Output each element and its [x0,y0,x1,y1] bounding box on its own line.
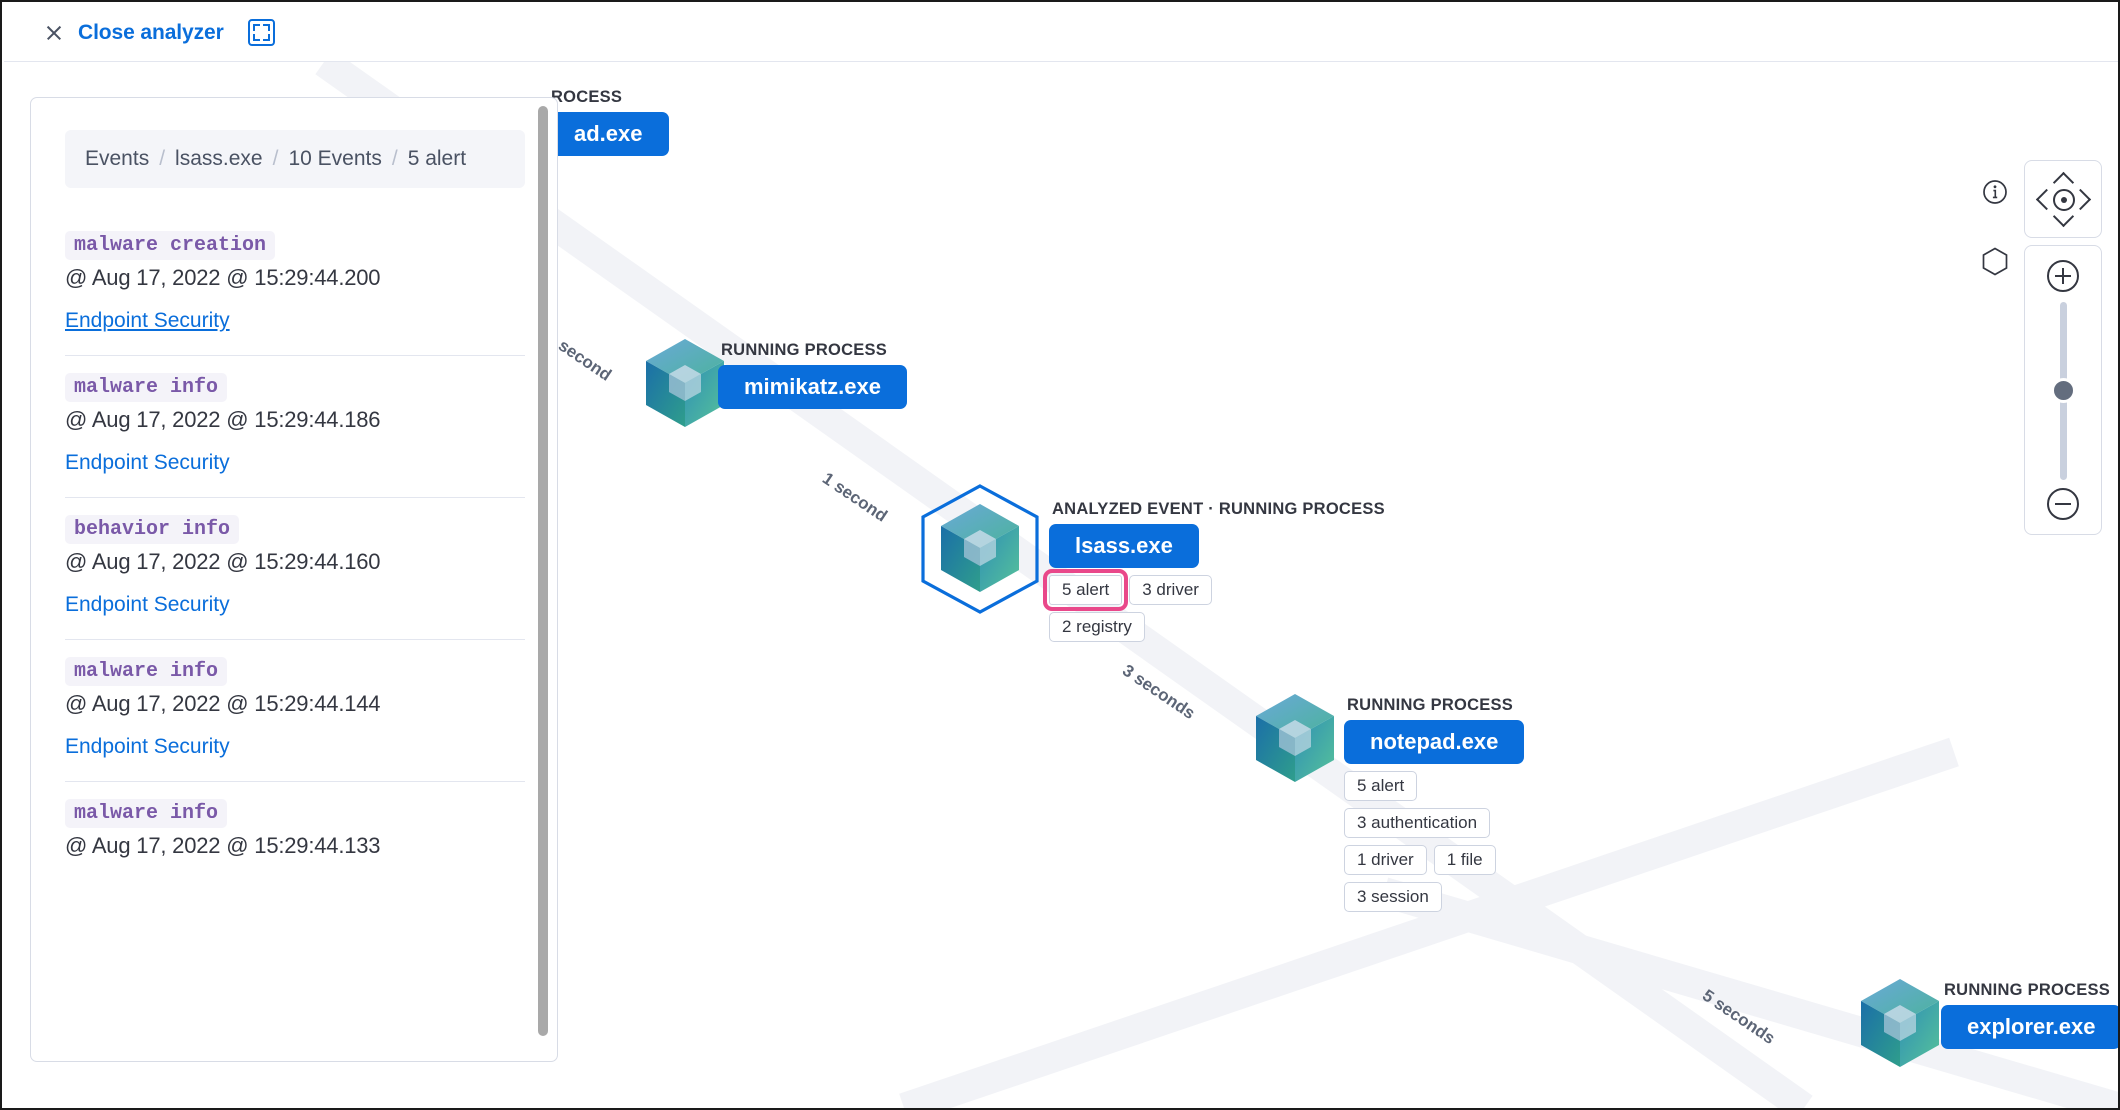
process-cube-icon [1861,979,1939,1067]
zoom-control-panel[interactable] [2024,245,2102,535]
hexagon-icon[interactable] [1982,247,2008,276]
minus-circle-icon[interactable] [2047,488,2079,520]
node-badge-alert[interactable]: 5 alert [1042,569,1129,611]
node-process-label[interactable]: ad.exe [548,112,669,156]
event-timestamp: @ Aug 17, 2022 @ 15:29:44.144 [65,691,381,716]
breadcrumb: Events / lsass.exe / 10 Events / 5 alert [65,130,525,188]
event-detail-panel: Events / lsass.exe / 10 Events / 5 alert… [30,97,558,1062]
event-type-badge: malware info [65,373,228,402]
event-source-link[interactable]: Endpoint Security [65,735,230,758]
node-badge-file[interactable]: 1 file [1433,845,1496,875]
event-source-link[interactable]: Endpoint Security [65,593,230,616]
node-badge-driver[interactable]: 1 driver [1344,845,1427,875]
node-badge-registry[interactable]: 2 registry [1049,612,1145,642]
zoom-slider-thumb[interactable] [2051,378,2076,403]
node-kind-label: RUNNING PROCESS [1944,981,2111,999]
process-cube-icon [941,504,1019,592]
breadcrumb-item-process[interactable]: lsass.exe [175,147,263,170]
breadcrumb-separator: / [391,147,398,170]
event-source-link[interactable]: Endpoint Security [65,451,230,474]
breadcrumb-item-events-count[interactable]: 10 Events [288,147,382,170]
close-analyzer-button[interactable]: Close analyzer [78,20,224,44]
analyzed-event-hexagon-outline [921,484,1039,614]
process-cube-icon [1256,694,1334,782]
plus-circle-icon[interactable] [2047,260,2079,292]
event-source-link[interactable]: Endpoint Security [65,309,230,332]
node-badge-alert[interactable]: 5 alert [1344,771,1418,801]
event-type-badge: malware info [65,799,228,828]
close-x-icon[interactable] [44,23,64,43]
panel-scrollbar[interactable] [538,106,548,1036]
event-list-item[interactable]: malware creation @ Aug 17, 2022 @ 15:29:… [65,214,525,356]
node-kind-label: RUNNING PROCESS [721,341,888,359]
event-type-badge: behavior info [65,515,240,544]
event-list-item[interactable]: behavior info @ Aug 17, 2022 @ 15:29:44.… [65,498,525,640]
event-timestamp: @ Aug 17, 2022 @ 15:29:44.200 [65,265,381,290]
node-kind-label: RUNNING PROCESS [1347,696,1514,714]
node-kind-label: ANALYZED EVENT · RUNNING PROCESS [1052,500,1385,518]
event-list-item[interactable]: malware info @ Aug 17, 2022 @ 15:29:44.1… [65,640,525,782]
event-type-badge: malware info [65,657,228,686]
node-process-label[interactable]: notepad.exe [1344,720,1525,764]
fullscreen-icon[interactable] [247,19,275,46]
node-process-label[interactable]: explorer.exe [1941,1005,2118,1049]
event-timestamp: @ Aug 17, 2022 @ 15:29:44.133 [65,833,381,858]
target-center-icon[interactable] [2053,189,2075,211]
event-list-scroll-area: Events / lsass.exe / 10 Events / 5 alert… [31,98,557,1061]
node-process-label[interactable]: mimikatz.exe [718,365,907,409]
event-list-item[interactable]: malware info @ Aug 17, 2022 @ 15:29:44.1… [65,782,525,899]
info-circle-icon[interactable] [1982,179,2008,205]
breadcrumb-item-alert-count[interactable]: 5 alert [407,147,467,170]
node-badge-authentication[interactable]: 3 authentication [1344,808,1491,838]
process-cube-icon [646,339,724,427]
breadcrumb-item-events[interactable]: Events [85,147,150,170]
breadcrumb-separator: / [159,147,166,170]
node-badge-session[interactable]: 3 session [1344,882,1442,912]
event-timestamp: @ Aug 17, 2022 @ 15:29:44.186 [65,407,381,432]
breadcrumb-separator: / [272,147,279,170]
event-type-badge: malware creation [65,231,276,260]
analyzer-header: Close analyzer [4,4,2118,62]
node-process-label[interactable]: lsass.exe [1049,524,1199,568]
pan-control-pad[interactable] [2024,160,2102,238]
event-list-item[interactable]: malware info @ Aug 17, 2022 @ 15:29:44.1… [65,356,525,498]
node-badge-driver[interactable]: 3 driver [1129,575,1212,605]
event-timestamp: @ Aug 17, 2022 @ 15:29:44.160 [65,549,381,574]
node-kind-label: ROCESS [551,88,623,106]
